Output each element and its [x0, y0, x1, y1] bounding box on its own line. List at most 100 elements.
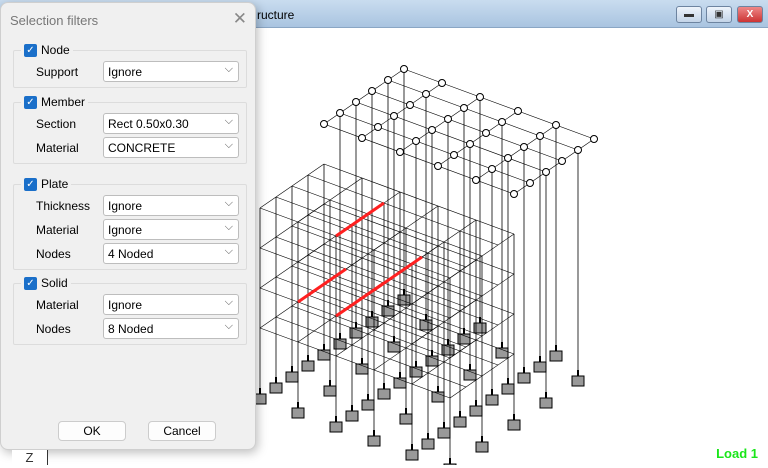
support-icon: [405, 449, 419, 461]
node-release-icon: [434, 162, 442, 170]
support-icon: [485, 394, 499, 406]
node-release-icon: [368, 87, 376, 95]
window-title: ructure: [257, 8, 295, 22]
support-icon: [377, 388, 391, 400]
support-icon: [571, 375, 585, 387]
close-icon[interactable]: ✕: [232, 9, 247, 28]
filter-label: Material: [36, 223, 79, 237]
beam: [371, 90, 563, 162]
cancel-button[interactable]: Cancel: [148, 421, 216, 441]
chevron-down-icon: ⌵: [224, 320, 233, 332]
group-label: Solid: [41, 276, 68, 290]
beam: [307, 174, 499, 246]
checkbox-checked-icon[interactable]: ✓: [24, 177, 37, 191]
node-release-icon: [400, 65, 408, 73]
filter-row: Thickness Ignore⌵: [14, 195, 246, 217]
load-case-label: Load 1: [716, 446, 758, 461]
node-release-icon: [466, 140, 474, 148]
node-release-icon: [444, 115, 452, 123]
node-release-icon: [374, 123, 382, 131]
group-header[interactable]: ✓ Solid: [21, 276, 71, 290]
filter-dropdown[interactable]: Ignore⌵: [103, 219, 239, 240]
support-icon: [539, 397, 553, 409]
node-release-icon: [510, 190, 518, 198]
beam: [275, 276, 467, 348]
close-button[interactable]: X: [737, 6, 763, 23]
filter-dropdown[interactable]: 4 Noded⌵: [103, 243, 239, 264]
support-icon: [367, 435, 381, 447]
node-release-icon: [558, 157, 566, 165]
beam: [259, 287, 451, 359]
beam: [291, 305, 483, 377]
group-header[interactable]: ✓Node: [21, 43, 73, 57]
beam: [323, 283, 515, 355]
beam: [323, 123, 515, 195]
group-header[interactable]: ✓ Plate: [21, 177, 72, 191]
node-release-icon: [552, 121, 560, 129]
node-release-icon: [542, 168, 550, 176]
node-release-icon: [526, 179, 534, 187]
filter-label: Section: [36, 117, 77, 131]
node-release-icon: [358, 134, 366, 142]
beam: [323, 203, 515, 275]
node-release-icon: [352, 98, 360, 106]
checkbox-checked-icon[interactable]: ✓: [24, 95, 37, 109]
chevron-down-icon: ⌵: [224, 245, 233, 257]
beam: [291, 265, 483, 337]
filter-label: Thickness: [36, 199, 91, 213]
node-release-icon: [412, 137, 420, 145]
filter-dropdown[interactable]: Ignore⌵: [103, 61, 239, 82]
dropdown-value: Rect 0.50x0.30: [108, 117, 189, 131]
beam: [403, 68, 595, 140]
maximize-button[interactable]: ▣: [706, 6, 732, 23]
chevron-down-icon: ⌵: [224, 197, 233, 209]
support-icon: [329, 421, 343, 433]
filter-dropdown[interactable]: 8 Noded⌵: [103, 318, 239, 339]
node-release-icon: [574, 146, 582, 154]
beam: [355, 101, 547, 173]
structure-model[interactable]: [0, 28, 768, 468]
support-icon: [301, 360, 315, 372]
node-release-icon: [482, 129, 490, 137]
node-release-icon: [476, 93, 484, 101]
filter-dropdown[interactable]: CONCRETE⌵: [103, 137, 239, 158]
minimize-button[interactable]: ▬: [676, 6, 702, 23]
filter-dropdown[interactable]: Ignore⌵: [103, 195, 239, 216]
support-icon: [437, 427, 451, 439]
group-label: Plate: [41, 177, 69, 191]
dropdown-value: Ignore: [108, 298, 143, 312]
node-release-icon: [406, 101, 414, 109]
checkbox-checked-icon[interactable]: ✓: [24, 43, 37, 57]
filter-row: Material CONCRETE⌵: [14, 137, 246, 159]
node-release-icon: [450, 151, 458, 159]
beam: [323, 163, 515, 235]
chevron-down-icon: ⌵: [224, 63, 233, 75]
chevron-down-icon: ⌵: [224, 296, 233, 308]
node-release-icon: [514, 107, 522, 115]
dropdown-value: CONCRETE: [108, 141, 176, 155]
beam: [339, 112, 531, 184]
ok-button[interactable]: OK: [58, 421, 126, 441]
node-release-icon: [460, 104, 468, 112]
chevron-down-icon: ⌵: [224, 115, 233, 127]
axis-tab[interactable]: Z: [12, 450, 48, 465]
filter-label: Material: [36, 141, 79, 155]
support-icon: [345, 410, 359, 422]
checkbox-checked-icon[interactable]: ✓: [24, 276, 37, 290]
node-release-icon: [536, 132, 544, 140]
filter-label: Nodes: [36, 322, 71, 336]
dropdown-value: Ignore: [108, 223, 143, 237]
filter-dropdown[interactable]: Ignore ⌵: [103, 294, 239, 315]
node-release-icon: [396, 148, 404, 156]
support-icon: [469, 405, 483, 417]
group-header[interactable]: ✓Member: [21, 95, 89, 109]
support-icon: [291, 407, 305, 419]
filter-row: Nodes 8 Noded⌵: [14, 318, 246, 340]
support-icon: [269, 382, 283, 394]
node-release-icon: [590, 135, 598, 143]
filter-dropdown[interactable]: Rect 0.50x0.30 ⌵: [103, 113, 239, 134]
